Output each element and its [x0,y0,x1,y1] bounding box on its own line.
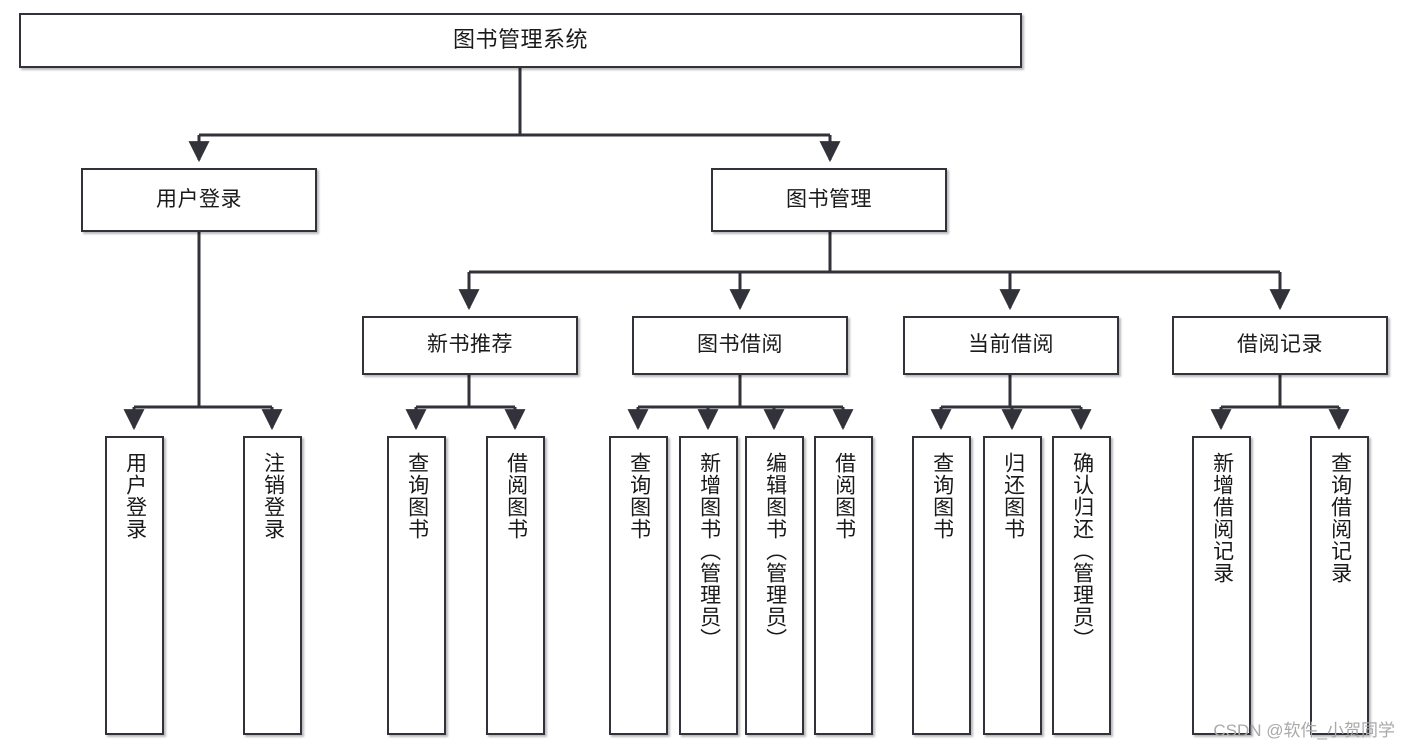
node-label: 用户登录 [123,452,147,540]
node-label: 图书管理系统 [452,27,588,53]
leaf-borrow-book-newbook[interactable]: 借阅图书 [486,436,545,735]
leaf-return-book[interactable]: 归还图书 [983,436,1042,735]
node-label: 查询借阅记录 [1328,452,1352,584]
leaf-query-borrow-record[interactable]: 查询借阅记录 [1310,436,1369,735]
node-label: 借阅图书 [832,452,856,540]
node-label: 用户登录 [156,187,242,211]
leaf-borrow-book-borrowing[interactable]: 借阅图书 [814,436,873,735]
node-label: 查询图书 [930,452,954,540]
node-borrowing-records[interactable]: 借阅记录 [1172,316,1388,375]
node-user-login[interactable]: 用户登录 [81,168,317,232]
node-label: 借阅记录 [1237,333,1323,357]
node-label: 查询图书 [627,452,651,540]
node-label: 查询图书 [405,452,429,540]
leaf-user-login[interactable]: 用户登录 [105,436,164,735]
node-label: 编辑图书（管理员） [763,452,787,650]
leaf-edit-book-admin[interactable]: 编辑图书（管理员） [745,436,804,735]
node-label: 借阅图书 [504,452,528,540]
node-label: 新书推荐 [427,333,513,357]
node-label: 新增图书（管理员） [697,452,721,650]
node-new-book-recommendation[interactable]: 新书推荐 [362,316,578,375]
node-label: 归还图书 [1001,452,1025,540]
leaf-logout[interactable]: 注销登录 [243,436,302,735]
node-label: 确认归还（管理员） [1070,452,1094,650]
leaf-query-book-newbook[interactable]: 查询图书 [387,436,446,735]
node-root-system[interactable]: 图书管理系统 [19,13,1022,68]
node-current-borrowing[interactable]: 当前借阅 [903,316,1119,375]
node-book-borrowing[interactable]: 图书借阅 [632,316,848,375]
node-label: 图书借阅 [697,333,783,357]
leaf-add-book-admin[interactable]: 新增图书（管理员） [679,436,738,735]
node-label: 新增借阅记录 [1210,452,1234,584]
node-book-management[interactable]: 图书管理 [711,168,947,232]
node-label: 当前借阅 [968,333,1054,357]
leaf-add-borrow-record[interactable]: 新增借阅记录 [1192,436,1251,735]
leaf-query-book-borrowing[interactable]: 查询图书 [609,436,668,735]
leaf-confirm-return-admin[interactable]: 确认归还（管理员） [1052,436,1111,735]
node-label: 图书管理 [786,187,872,211]
node-label: 注销登录 [261,452,285,540]
leaf-query-book-current[interactable]: 查询图书 [912,436,971,735]
